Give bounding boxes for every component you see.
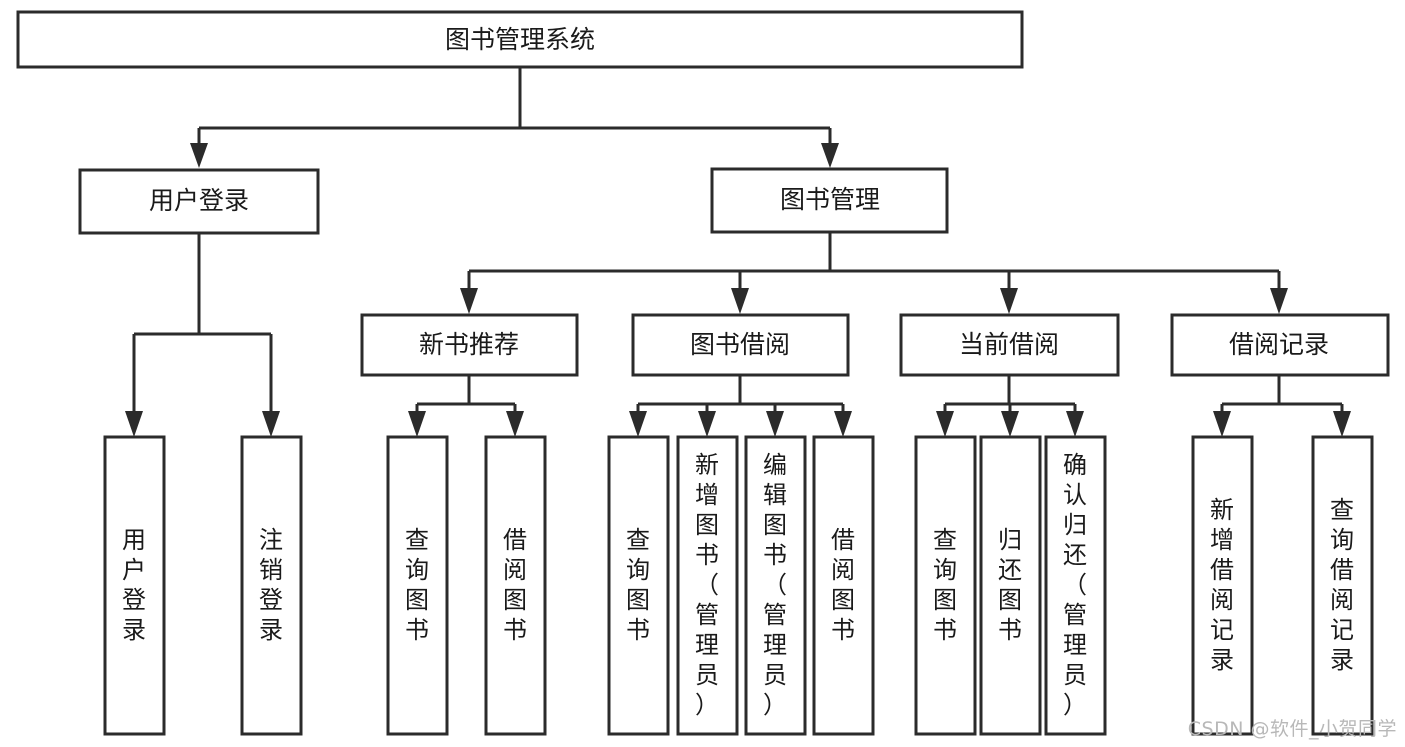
arrow-head-icon (821, 143, 839, 168)
leaf-book-borrow-4-label: 借阅图书 (831, 526, 855, 644)
leaf-book-borrow-3-box[interactable] (744, 435, 807, 736)
leaf-current-borrow-3-label: 确认归还（管理员） (1063, 451, 1087, 719)
connector-current-to-leaves (936, 375, 1084, 437)
leaf-book-borrow-3-label: 编辑图书（管理员） (763, 451, 787, 719)
node-user-login-label: 用户登录 (149, 186, 249, 215)
leaf-borrow-record-1-label: 新增借阅记录 (1210, 496, 1234, 674)
node-book-borrow-label: 图书借阅 (690, 330, 790, 359)
leaf-new-book-2-label: 借阅图书 (503, 526, 527, 644)
arrow-head-icon (1270, 288, 1288, 314)
leaf-user-login-2-box[interactable] (240, 435, 303, 736)
leaf-current-borrow-3-box[interactable] (1044, 435, 1107, 736)
node-user-login-box[interactable] (78, 168, 320, 235)
arrow-head-icon (731, 288, 749, 314)
leaf-new-book-1-label: 查询图书 (405, 526, 429, 644)
node-new-book-recommend-label: 新书推荐 (419, 330, 519, 359)
leaf-book-borrow-4[interactable]: 借阅图书 (812, 435, 875, 736)
leaf-new-book-1[interactable]: 查询图书 (386, 435, 449, 736)
arrow-head-icon (408, 411, 426, 437)
leaf-current-borrow-3[interactable]: 确认归还（管理员） (1044, 435, 1107, 736)
node-current-borrow[interactable]: 当前借阅 (899, 313, 1120, 377)
leaf-new-book-2-box[interactable] (484, 435, 547, 736)
leaf-current-borrow-1[interactable]: 查询图书 (914, 435, 977, 736)
arrow-head-icon (698, 411, 716, 437)
arrow-head-icon (125, 411, 143, 437)
node-borrow-record-box[interactable] (1170, 313, 1390, 377)
leaf-new-book-2[interactable]: 借阅图书 (484, 435, 547, 736)
connector-root-to-level1 (190, 67, 839, 168)
connector-userlogin-to-leaves (125, 233, 280, 437)
leaf-current-borrow-2[interactable]: 归还图书 (979, 435, 1042, 736)
leaf-book-borrow-2[interactable]: 新增图书（管理员） (676, 435, 739, 736)
leaf-book-borrow-1[interactable]: 查询图书 (607, 435, 670, 736)
arrow-head-icon (262, 411, 280, 437)
node-new-book-recommend-box[interactable] (360, 313, 579, 377)
leaf-user-login-1-label: 用户登录 (122, 526, 146, 644)
node-book-management[interactable]: 图书管理 (710, 167, 949, 234)
node-book-borrow[interactable]: 图书借阅 (631, 313, 850, 377)
node-book-management-box[interactable] (710, 167, 949, 234)
node-current-borrow-label: 当前借阅 (959, 330, 1059, 359)
arrow-head-icon (1333, 411, 1351, 437)
leaf-current-borrow-1-box[interactable] (914, 435, 977, 736)
leaf-user-login-2[interactable]: 注销登录 (240, 435, 303, 736)
arrow-head-icon (1066, 411, 1084, 437)
leaf-borrow-record-1[interactable]: 新增借阅记录 (1191, 435, 1254, 736)
arrow-head-icon (506, 411, 524, 437)
leaf-book-borrow-1-label: 查询图书 (626, 526, 650, 644)
leaf-borrow-record-2-label: 查询借阅记录 (1330, 496, 1354, 674)
node-current-borrow-box[interactable] (899, 313, 1120, 377)
leaf-book-borrow-3[interactable]: 编辑图书（管理员） (744, 435, 807, 736)
arrow-head-icon (936, 411, 954, 437)
leaf-new-book-1-box[interactable] (386, 435, 449, 736)
node-user-login[interactable]: 用户登录 (78, 168, 320, 235)
arrow-head-icon (190, 143, 208, 168)
arrow-head-icon (834, 411, 852, 437)
leaf-borrow-record-1-box[interactable] (1191, 435, 1254, 736)
node-borrow-record-label: 借阅记录 (1229, 330, 1329, 359)
leaf-book-borrow-2-box[interactable] (676, 435, 739, 736)
arrow-head-icon (766, 411, 784, 437)
connector-bookmgmt-to-level2 (460, 232, 1288, 314)
node-root-label: 图书管理系统 (445, 25, 595, 54)
leaf-borrow-record-2-box[interactable] (1311, 435, 1374, 736)
arrow-head-icon (460, 288, 478, 314)
node-root[interactable]: 图书管理系统 (16, 10, 1024, 69)
arrow-head-icon (1213, 411, 1231, 437)
leaf-current-borrow-2-box[interactable] (979, 435, 1042, 736)
node-book-borrow-box[interactable] (631, 313, 850, 377)
node-root-box[interactable] (16, 10, 1024, 69)
leaf-user-login-1-box[interactable] (103, 435, 166, 736)
arrow-head-icon (1001, 411, 1019, 437)
arrow-head-icon (1000, 288, 1018, 314)
leaf-book-borrow-4-box[interactable] (812, 435, 875, 736)
node-new-book-recommend[interactable]: 新书推荐 (360, 313, 579, 377)
leaf-current-borrow-2-label: 归还图书 (998, 526, 1022, 644)
arrow-head-icon (629, 411, 647, 437)
node-borrow-record[interactable]: 借阅记录 (1170, 313, 1390, 377)
leaf-user-login-1[interactable]: 用户登录 (103, 435, 166, 736)
leaf-book-borrow-2-label: 新增图书（管理员） (695, 451, 719, 719)
connector-borrow-to-leaves (629, 375, 852, 437)
leaf-borrow-record-2[interactable]: 查询借阅记录 (1311, 435, 1374, 736)
node-book-management-label: 图书管理 (780, 185, 880, 214)
csdn-watermark: CSDN @软件_小贺同学 (1187, 718, 1397, 740)
leaf-user-login-2-label: 注销登录 (259, 526, 283, 644)
connector-newbook-to-leaves (408, 375, 524, 437)
leaf-current-borrow-1-label: 查询图书 (933, 526, 957, 644)
leaf-book-borrow-1-box[interactable] (607, 435, 670, 736)
connector-record-to-leaves (1213, 375, 1351, 437)
